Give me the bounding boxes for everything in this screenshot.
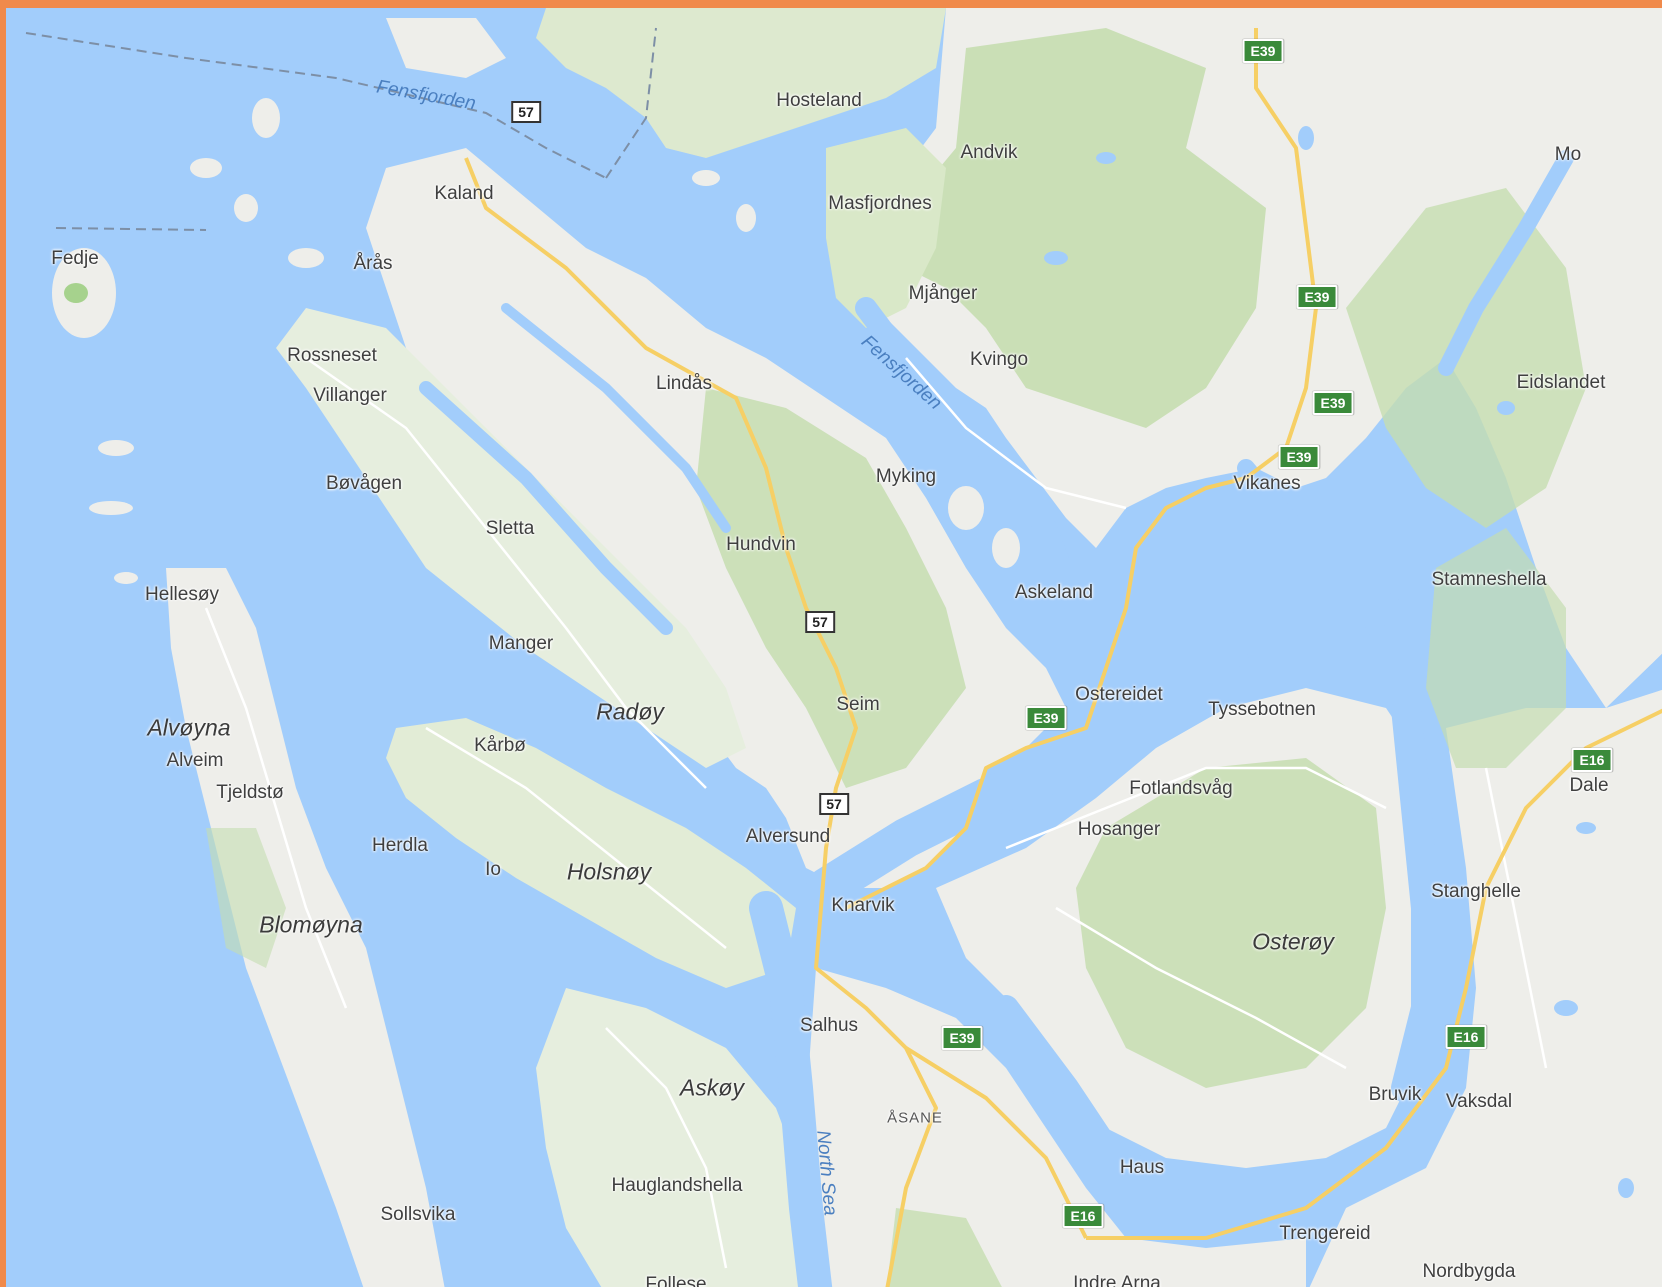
road-shield-e16: E16 [1445,1025,1487,1049]
land-east [1309,689,1662,1287]
place-label-follese[interactable]: Follese [645,1274,707,1287]
road-shield-e39: E39 [1025,706,1067,730]
road-shield-e39: E39 [1278,445,1320,469]
place-label-sletta[interactable]: Sletta [485,518,535,539]
place-label-salhus[interactable]: Salhus [799,1015,859,1036]
place-label-dale[interactable]: Dale [1569,775,1609,796]
fjord-channels [419,150,1574,1287]
road-shield-57: 57 [511,101,541,123]
forest-lindas [696,388,966,788]
place-label-villanger[interactable]: Villanger [313,385,387,406]
place-label-bruvik[interactable]: Bruvik [1368,1084,1422,1105]
place-label-tyssebotnen[interactable]: Tyssebotnen [1208,699,1316,720]
island-label-askoy[interactable]: Askøy [680,1074,744,1101]
place-label-manger[interactable]: Manger [488,633,554,654]
forest-east [1426,528,1566,768]
place-label-indre-arna[interactable]: Indre Arna [1073,1273,1161,1287]
place-label-hundvin[interactable]: Hundvin [726,534,796,555]
place-label-sollsvika[interactable]: Sollsvika [380,1204,456,1225]
place-label-rossneset[interactable]: Rossneset [287,345,377,366]
place-label-io[interactable]: Io [485,859,501,880]
land-asane [806,968,1306,1287]
place-label-stanghelle[interactable]: Stanghelle [1431,881,1521,902]
island-label-holsnoy[interactable]: Holsnøy [566,858,652,885]
road-shield-e16: E16 [1062,1204,1104,1228]
place-label-bovagen[interactable]: Bøvågen [325,473,403,494]
place-label-hellesoy[interactable]: Hellesøy [145,584,219,605]
minor-roads [204,356,1548,1269]
map-canvas[interactable] [6,8,1662,1287]
ferry-routes [25,27,657,231]
island-label-blomoyna[interactable]: Blomøyna [259,911,363,938]
land-north-islets [386,18,506,78]
place-label-fotlandsvag[interactable]: Fotlandsvåg [1129,778,1233,799]
place-label-kvingo[interactable]: Kvingo [969,349,1029,370]
road-shield-e16: E16 [1571,748,1613,772]
island-label-alvoyna[interactable]: Alvøyna [147,714,231,741]
road-shield-57: 57 [819,793,849,815]
place-label-lindas[interactable]: Lindås [656,373,712,394]
forest-alvoyna [206,828,286,968]
place-label-eidslandet[interactable]: Eidslandet [1516,372,1606,393]
island-label-radoy[interactable]: Radøy [596,698,664,725]
place-label-alversund[interactable]: Alversund [745,826,831,847]
forest-fedje [64,283,88,303]
place-label-alveim[interactable]: Alveim [166,750,224,771]
place-label-trengereid[interactable]: Trengereid [1279,1223,1371,1244]
land-alvoyna [166,568,445,1287]
islets [89,98,1020,584]
forest-asane [886,1208,1002,1287]
place-label-hosteland[interactable]: Hosteland [776,90,862,111]
place-label-mo[interactable]: Mo [1554,144,1582,165]
forest-osteroy [1076,758,1386,1088]
road-e39-north [845,28,1318,910]
place-label-andvik[interactable]: Andvik [960,142,1018,163]
road-shield-57: 57 [805,611,835,633]
place-label-knarvik[interactable]: Knarvik [831,895,895,916]
place-label-haus[interactable]: Haus [1119,1157,1165,1178]
road-shield-e39: E39 [1296,285,1338,309]
place-label-vikanes[interactable]: Vikanes [1233,473,1301,494]
place-label-hauglandshella[interactable]: Hauglandshella [611,1175,743,1196]
place-label-nordbygda[interactable]: Nordbygda [1422,1261,1516,1282]
lakes [1044,126,1634,1198]
place-label-askeland[interactable]: Askeland [1014,582,1094,603]
forest-north [906,28,1266,428]
place-label-hosanger[interactable]: Hosanger [1077,819,1161,840]
place-label-karbo[interactable]: Kårbø [474,735,526,756]
road-shield-e39: E39 [1312,391,1354,415]
place-label-kaland[interactable]: Kaland [434,183,494,204]
place-label-tjeldsto[interactable]: Tjeldstø [216,782,284,803]
place-label-vaksdal[interactable]: Vaksdal [1445,1091,1513,1112]
place-label-asane[interactable]: ÅSANE [887,1109,943,1127]
land-radoy [276,308,746,768]
place-label-fedje[interactable]: Fedje [51,248,99,269]
place-label-myking[interactable]: Myking [875,466,937,487]
land-masfjordnes [826,128,946,328]
road-shield-e39: E39 [941,1026,983,1050]
road-asane [904,1046,1088,1239]
land-askoy [536,988,806,1287]
island-label-osteroy[interactable]: Osterøy [1252,928,1334,955]
road-shield-e39: E39 [1242,39,1284,63]
place-label-ostereidet[interactable]: Ostereidet [1075,684,1163,705]
forest-north-2 [1346,188,1586,528]
place-label-masfjordnes[interactable]: Masfjordnes [828,193,932,214]
place-label-mjanger[interactable]: Mjånger [908,283,978,304]
place-label-stamneshella[interactable]: Stamneshella [1431,569,1547,590]
land-hosteland [536,8,946,158]
place-label-herdla[interactable]: Herdla [372,835,428,856]
place-label-aras[interactable]: Årås [353,253,393,274]
place-label-seim[interactable]: Seim [836,694,880,715]
